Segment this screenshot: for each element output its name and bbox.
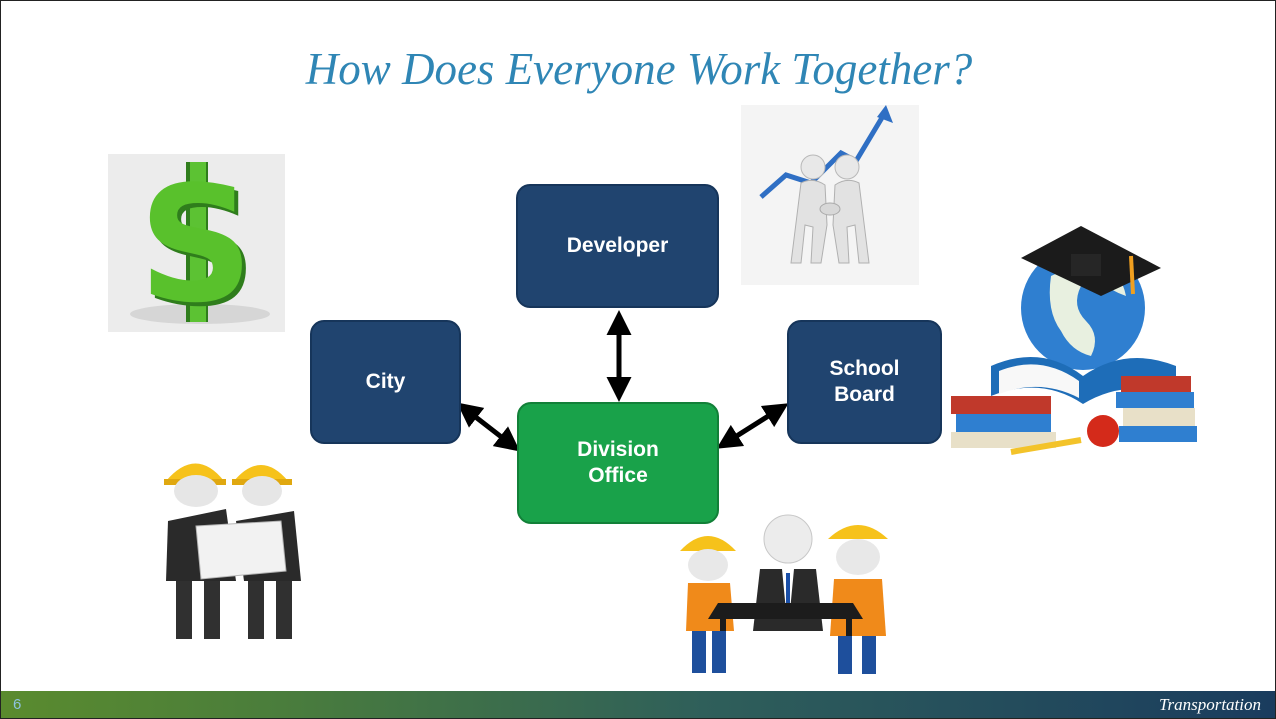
slide-title: How Does Everyone Work Together? xyxy=(305,44,973,94)
engineers-blueprint-image xyxy=(164,463,301,639)
developer-box: Developer xyxy=(516,184,719,308)
city-box: City xyxy=(310,320,461,444)
handshake-growth-image xyxy=(741,105,919,285)
footer-brand: Transportation xyxy=(1158,695,1261,714)
footer-bar: 6 Transportation xyxy=(1,691,1275,718)
school-board-box: School Board xyxy=(787,320,942,444)
svg-text:S: S xyxy=(138,151,253,338)
dollar-sign-image: S S xyxy=(108,151,285,342)
page-number: 6 xyxy=(13,696,22,713)
svg-text:S: S xyxy=(142,155,257,342)
globe-books-image xyxy=(951,226,1197,455)
division-office-box: Division Office xyxy=(517,402,719,524)
team-planning-table-image xyxy=(680,514,888,674)
arrow-schoolboard-division xyxy=(716,403,789,449)
arrow-city-division xyxy=(456,402,521,452)
